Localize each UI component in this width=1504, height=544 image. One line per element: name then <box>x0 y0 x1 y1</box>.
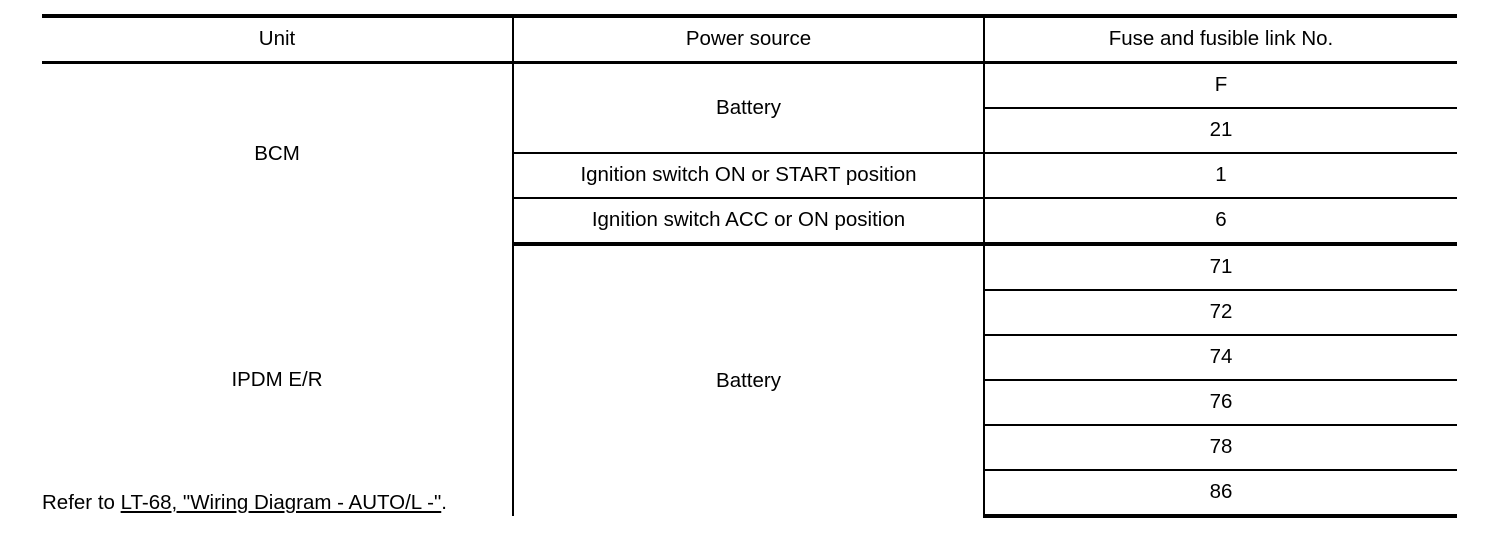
fuse-no-cell: 71 <box>983 244 1457 291</box>
table-row: 86 <box>42 470 1457 518</box>
power-source-cell-bcm-ign-acc-on: Ignition switch ACC or ON position <box>512 198 984 246</box>
footnote-suffix: . <box>441 491 447 514</box>
table-header-row: Unit Power source Fuse and fusible link … <box>42 14 1457 64</box>
footnote: Refer to LT-68, "Wiring Diagram - AUTO/L… <box>42 491 447 515</box>
column-header-unit: Unit <box>42 14 513 64</box>
fuse-no-cell: F <box>983 62 1457 109</box>
fuse-no-cell: 86 <box>983 470 1457 518</box>
power-supply-table: Unit Power source Fuse and fusible link … <box>42 14 1457 518</box>
table-row: 78 <box>42 425 1457 471</box>
table-header: Unit Power source Fuse and fusible link … <box>42 14 1457 64</box>
power-source-cell-bcm-battery: Battery <box>512 62 984 154</box>
table-row: 21 <box>42 108 1457 154</box>
table-row: 74 <box>42 335 1457 381</box>
fuse-no-cell: 72 <box>983 290 1457 336</box>
power-supply-table-container: Unit Power source Fuse and fusible link … <box>42 14 1457 518</box>
fuse-no-cell: 76 <box>983 380 1457 426</box>
table-row: 72 <box>42 290 1457 336</box>
footnote-reference-link[interactable]: LT-68, "Wiring Diagram - AUTO/L -" <box>120 491 442 514</box>
unit-cell-ipdm-er: IPDM E/R <box>231 367 323 391</box>
column-header-fuse-no: Fuse and fusible link No. <box>983 14 1457 64</box>
fuse-no-cell: 1 <box>983 153 1457 199</box>
unit-cell-bcm: BCM <box>254 141 300 165</box>
fuse-no-cell: 21 <box>983 108 1457 154</box>
footnote-prefix: Refer to <box>42 491 121 514</box>
fuse-no-cell: 74 <box>983 335 1457 381</box>
table-row: Ignition switch ON or START position 1 <box>42 153 1457 199</box>
column-header-power-source: Power source <box>512 14 984 64</box>
table-row: IPDM E/R Battery 71 <box>42 244 1457 516</box>
fuse-no-cell: 78 <box>983 425 1457 471</box>
table-row: Ignition switch ACC or ON position 6 <box>42 198 1457 246</box>
fuse-no-cell: 6 <box>983 198 1457 246</box>
table-body: BCM Battery F 21 Ignition switch ON or S… <box>42 62 1457 518</box>
power-source-cell-bcm-ign-on-start: Ignition switch ON or START position <box>512 153 984 199</box>
power-source-cell-ipdm-battery: Battery <box>512 244 984 516</box>
table-row: BCM Battery F <box>42 62 1457 164</box>
table-row: 76 <box>42 380 1457 426</box>
